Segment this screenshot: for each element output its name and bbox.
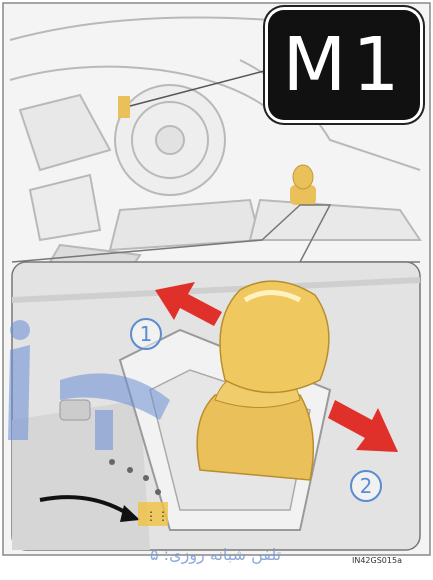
svg-text:⋮⋮: ⋮⋮ <box>145 509 169 523</box>
m1-badge-text: M1 <box>283 28 406 102</box>
callout-number-2: 2 <box>350 470 382 502</box>
m1-badge: M1 <box>268 10 420 120</box>
figure-code: IN42GS015a <box>352 556 402 565</box>
callout-number-1: 1 <box>130 318 162 350</box>
watermark-text: تلفن شبانه روزی: ۵ <box>150 545 281 564</box>
